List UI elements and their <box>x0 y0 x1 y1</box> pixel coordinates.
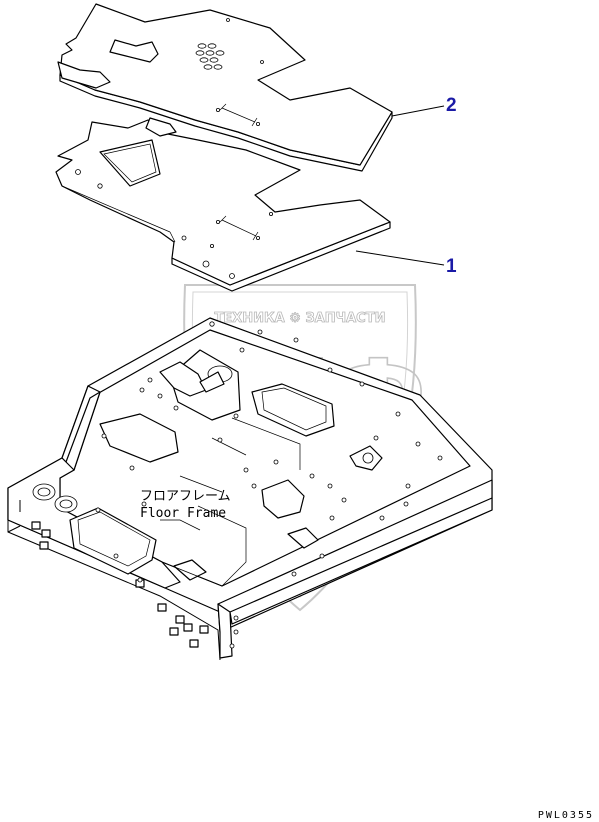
callout-2: 2 <box>446 95 457 116</box>
watermark-text: ТЕХНИКА ⚙ ЗАПЧАСТИ <box>215 311 386 326</box>
leader-line-2 <box>391 105 445 117</box>
deck-holes <box>95 321 443 583</box>
floor-mat-part-1 <box>55 117 391 292</box>
beam-bolts <box>229 615 239 649</box>
part-name-en: Floor Frame <box>140 506 226 521</box>
front-bolts <box>31 521 209 648</box>
part-name-jp: フロアフレーム <box>140 489 231 504</box>
callout-leaders <box>355 105 445 266</box>
floor-frame <box>7 317 493 661</box>
drawing-code: PWL0355 <box>538 810 594 821</box>
vent-holes <box>195 43 225 70</box>
floor-mat-part-2 <box>57 3 393 172</box>
callout-1: 1 <box>446 256 457 277</box>
leader-line-1 <box>355 250 445 266</box>
